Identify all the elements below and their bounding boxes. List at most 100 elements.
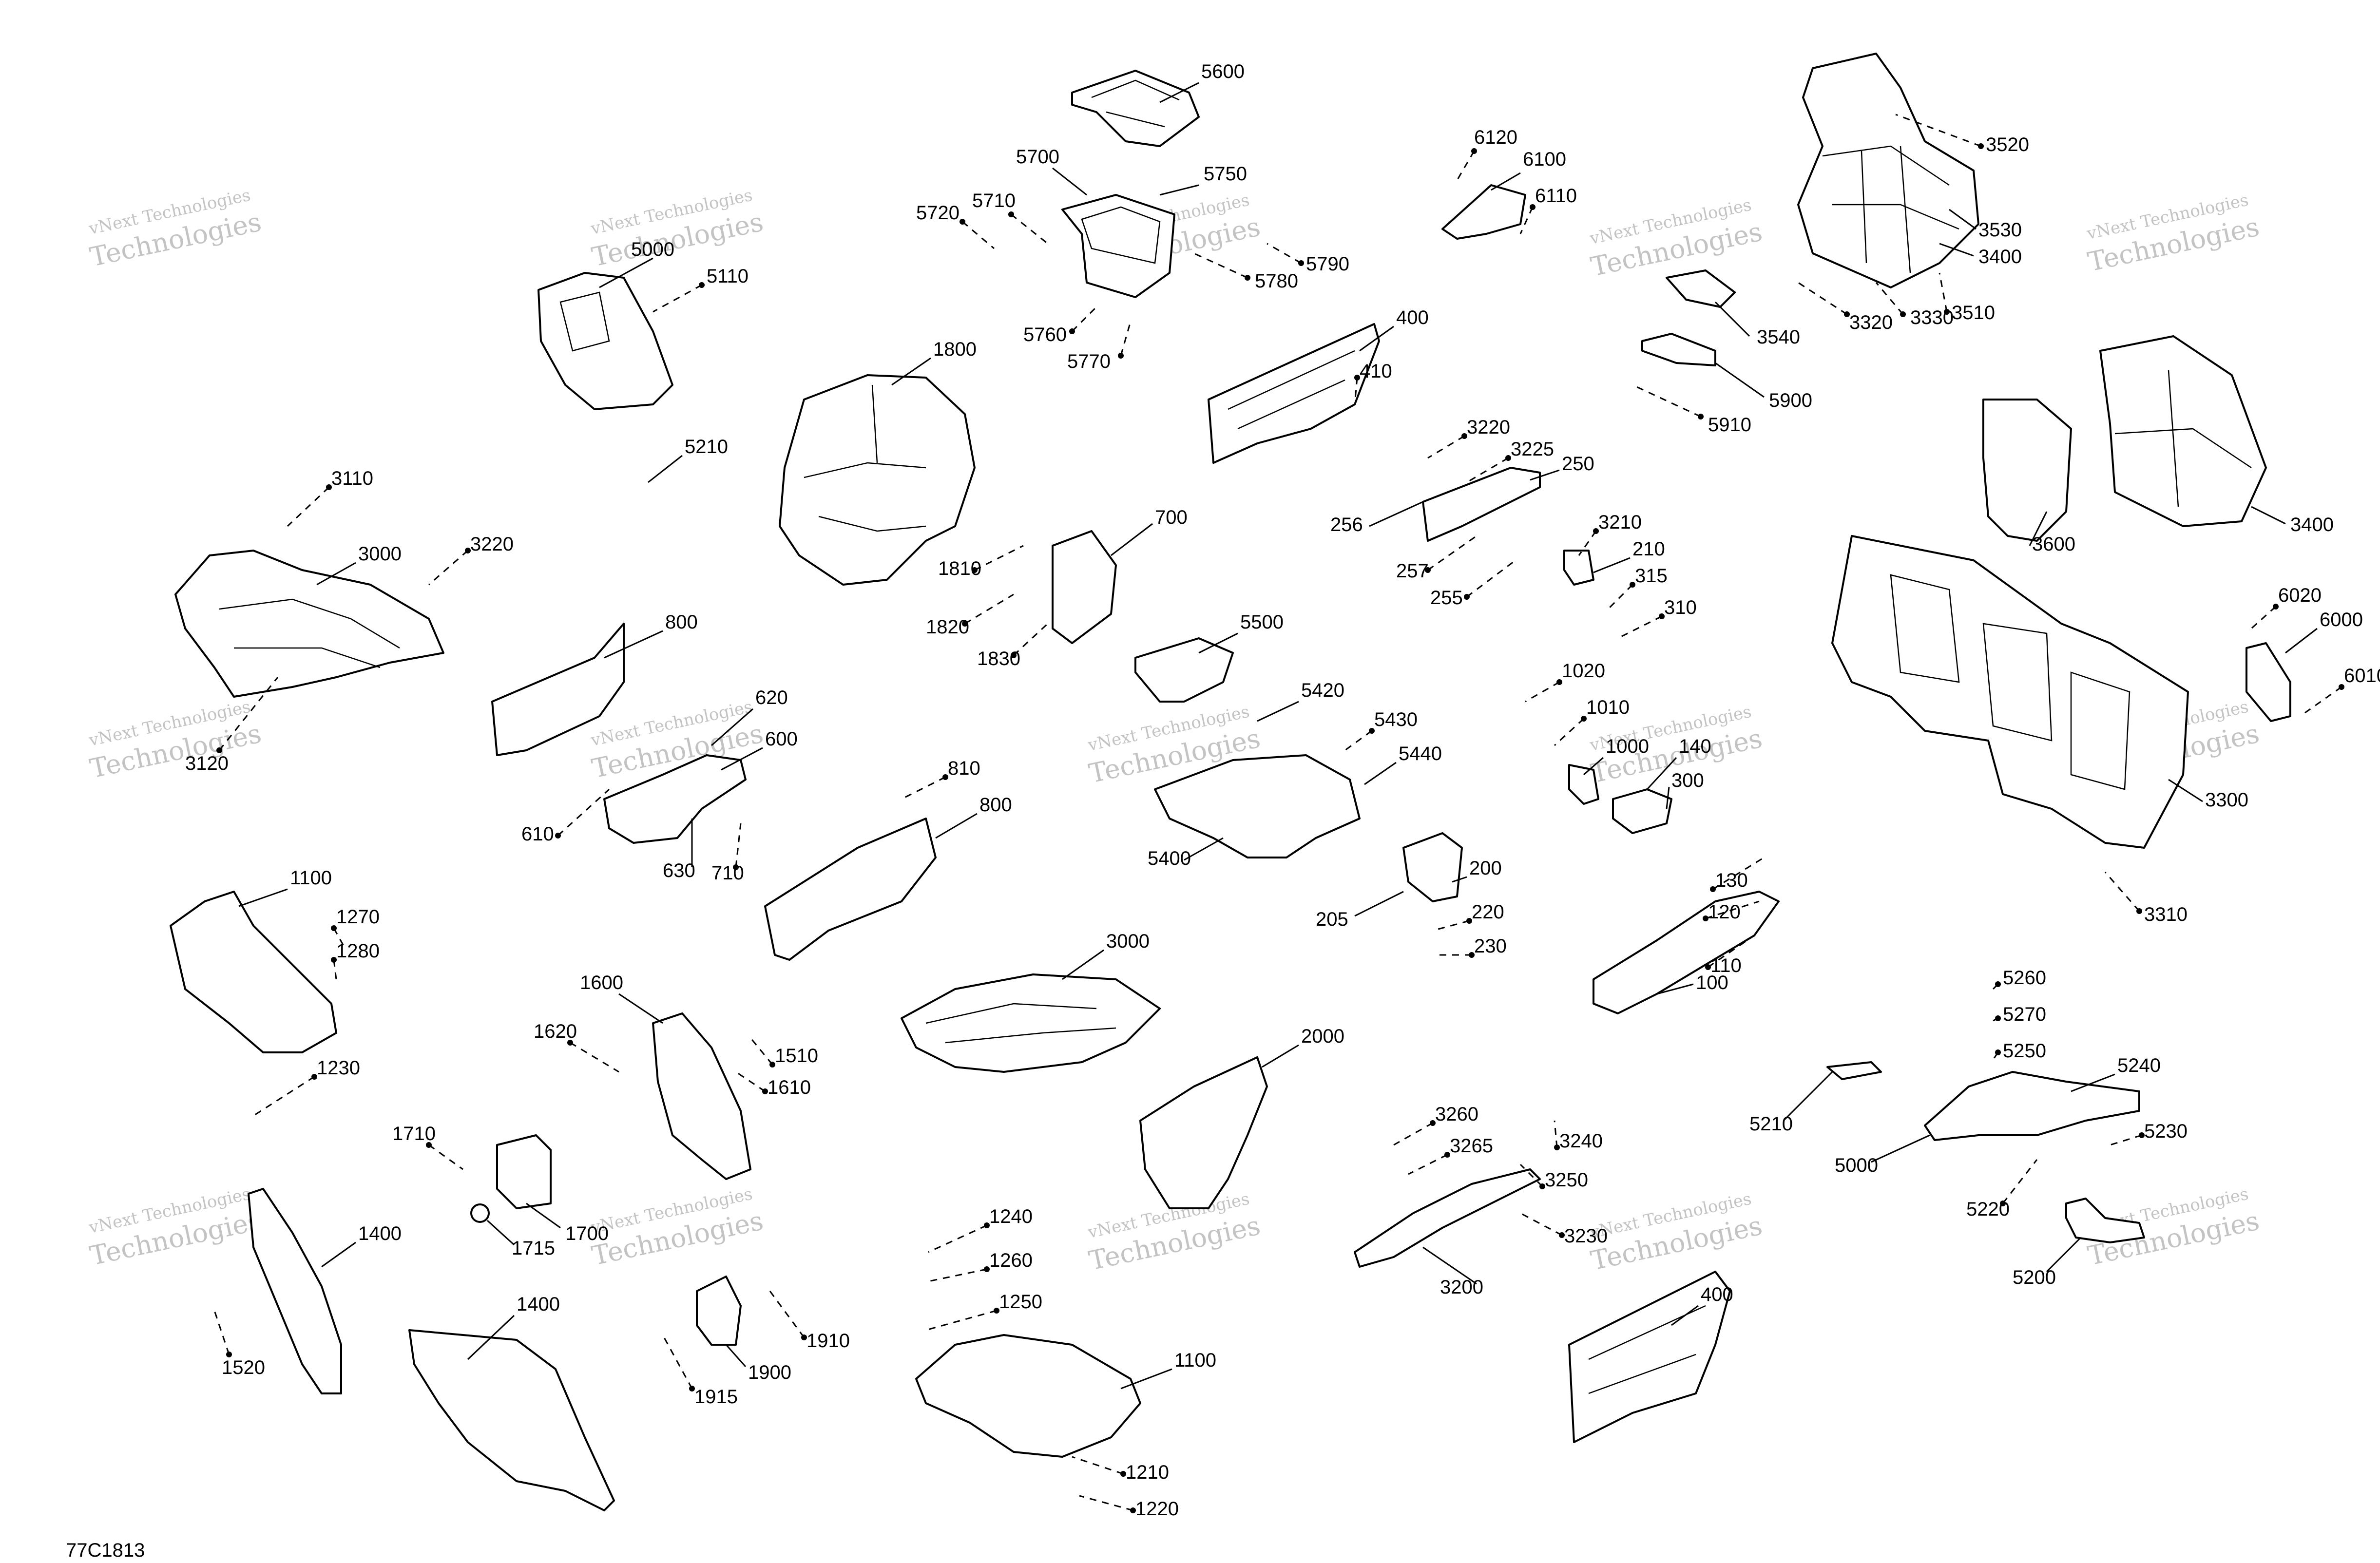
part-600-bracket <box>603 754 747 844</box>
part-800-left <box>491 623 625 756</box>
callout-205: 205 <box>1316 909 1348 930</box>
callout-1715: 1715 <box>512 1238 555 1259</box>
leader-6010 <box>2300 686 2342 717</box>
leader-5790 <box>1267 243 1302 264</box>
callout-5200: 5200 <box>2013 1267 2056 1288</box>
callout-1900: 1900 <box>748 1362 791 1383</box>
leader-3220b <box>428 550 468 586</box>
callout-5700: 5700 <box>1016 146 1059 168</box>
callout-3510: 3510 <box>1952 302 1995 324</box>
callout-1020: 1020 <box>1562 660 1605 682</box>
callout-1100b: 1100 <box>1174 1350 1216 1371</box>
leader-6100 <box>1491 172 1521 191</box>
callout-3530: 3530 <box>1978 219 2022 241</box>
part-5700-detail <box>1081 206 1161 264</box>
callout-630: 630 <box>663 860 695 881</box>
callout-3200: 3200 <box>1440 1277 1483 1298</box>
callout-5780: 5780 <box>1255 270 1298 292</box>
leader-3230 <box>1520 1212 1562 1236</box>
callout-100: 100 <box>1696 972 1728 993</box>
callout-3000b: 3000 <box>1106 931 1150 952</box>
part-3200-rail <box>1354 1168 1541 1268</box>
part-3000-floor-lower <box>901 973 1161 1073</box>
leader-3120 <box>218 677 279 751</box>
leader-1240 <box>928 1224 987 1253</box>
part-400-lower-panel <box>1568 1271 1731 1443</box>
callout-120: 120 <box>1708 901 1741 923</box>
callout-310: 310 <box>1664 597 1697 618</box>
part-3000b-detail <box>925 1003 1116 1044</box>
part-3400-panel-top <box>1797 53 1979 288</box>
callout-3400a: 3400 <box>1978 246 2022 267</box>
leader-6000 <box>2285 628 2318 654</box>
callout-6000: 6000 <box>2320 609 2363 630</box>
callout-1260: 1260 <box>989 1250 1033 1271</box>
callout-3300: 3300 <box>2205 789 2248 811</box>
leader-1010 <box>1554 718 1585 746</box>
callout-1820: 1820 <box>926 616 969 638</box>
callout-1710: 1710 <box>392 1123 436 1144</box>
leader-1400a <box>321 1241 356 1268</box>
leader-5770 <box>1120 321 1132 356</box>
leader-800a <box>604 630 663 659</box>
leader-5400 <box>1184 837 1224 861</box>
callout-5770: 5770 <box>1067 351 1111 372</box>
part-6000 <box>2246 642 2291 722</box>
part-1000 <box>1568 764 1599 805</box>
callout-1810: 1810 <box>938 558 981 579</box>
callout-315: 315 <box>1635 565 1668 587</box>
leader-5230 <box>2110 1134 2142 1146</box>
leader-1710 <box>428 1144 463 1170</box>
leader-610 <box>557 788 610 837</box>
leader-1715 <box>486 1220 515 1246</box>
callout-800a: 800 <box>665 611 698 633</box>
callout-3310: 3310 <box>2144 904 2188 925</box>
leader-3400a <box>1939 243 1974 257</box>
callout-5210a: 5210 <box>685 436 728 457</box>
leader-2000 <box>1262 1044 1299 1068</box>
callout-1910: 1910 <box>806 1330 850 1352</box>
leader-300 <box>1666 786 1670 809</box>
part-1100-upper <box>170 891 337 1053</box>
part-200 <box>1402 832 1463 902</box>
leader-5440 <box>1364 762 1397 785</box>
leader-710 <box>735 823 742 868</box>
leader-5210b <box>1783 1071 1833 1122</box>
leader-700 <box>1111 523 1153 556</box>
callout-5400: 5400 <box>1148 848 1191 869</box>
callout-300: 300 <box>1671 770 1704 791</box>
leader-1810 <box>974 545 1024 571</box>
callout-3260: 3260 <box>1435 1104 1478 1125</box>
callout-800b: 800 <box>979 794 1012 816</box>
callout-3240: 3240 <box>1559 1130 1603 1152</box>
callout-5600: 5600 <box>1201 61 1245 82</box>
callout-5710: 5710 <box>972 190 1016 211</box>
callout-1280: 1280 <box>336 940 380 962</box>
leader-5720 <box>962 221 995 249</box>
callout-1270: 1270 <box>336 906 380 928</box>
part-5200 <box>2065 1198 2145 1243</box>
part-400-top-panel <box>1208 323 1380 464</box>
part-3400-panel-right <box>2099 335 2267 527</box>
callout-700: 700 <box>1155 507 1188 528</box>
part-100-tunnel <box>1593 891 1780 1014</box>
leader-5270 <box>1993 1017 1998 1022</box>
callout-1610: 1610 <box>768 1077 811 1098</box>
leader-3110 <box>287 486 330 527</box>
callout-layer: 5600570057505720571057805790576057706120… <box>185 61 2380 1520</box>
leader-5110 <box>653 284 702 313</box>
leader-5700 <box>1052 167 1087 196</box>
part-800-middle <box>764 818 937 961</box>
callout-250: 250 <box>1562 453 1594 475</box>
leader-1600 <box>618 993 663 1024</box>
part-5900-handle <box>1641 333 1716 366</box>
part-3000-floor-upper <box>174 550 444 698</box>
leader-1260 <box>928 1268 987 1282</box>
part-1800-console <box>779 374 976 586</box>
leader-205 <box>1354 891 1404 917</box>
part-3000-detail <box>219 598 400 668</box>
part-5500 <box>1134 637 1234 703</box>
leader-5000b <box>1871 1134 1930 1163</box>
part-5700-bin <box>1061 194 1175 298</box>
leader-1270 <box>333 928 347 951</box>
